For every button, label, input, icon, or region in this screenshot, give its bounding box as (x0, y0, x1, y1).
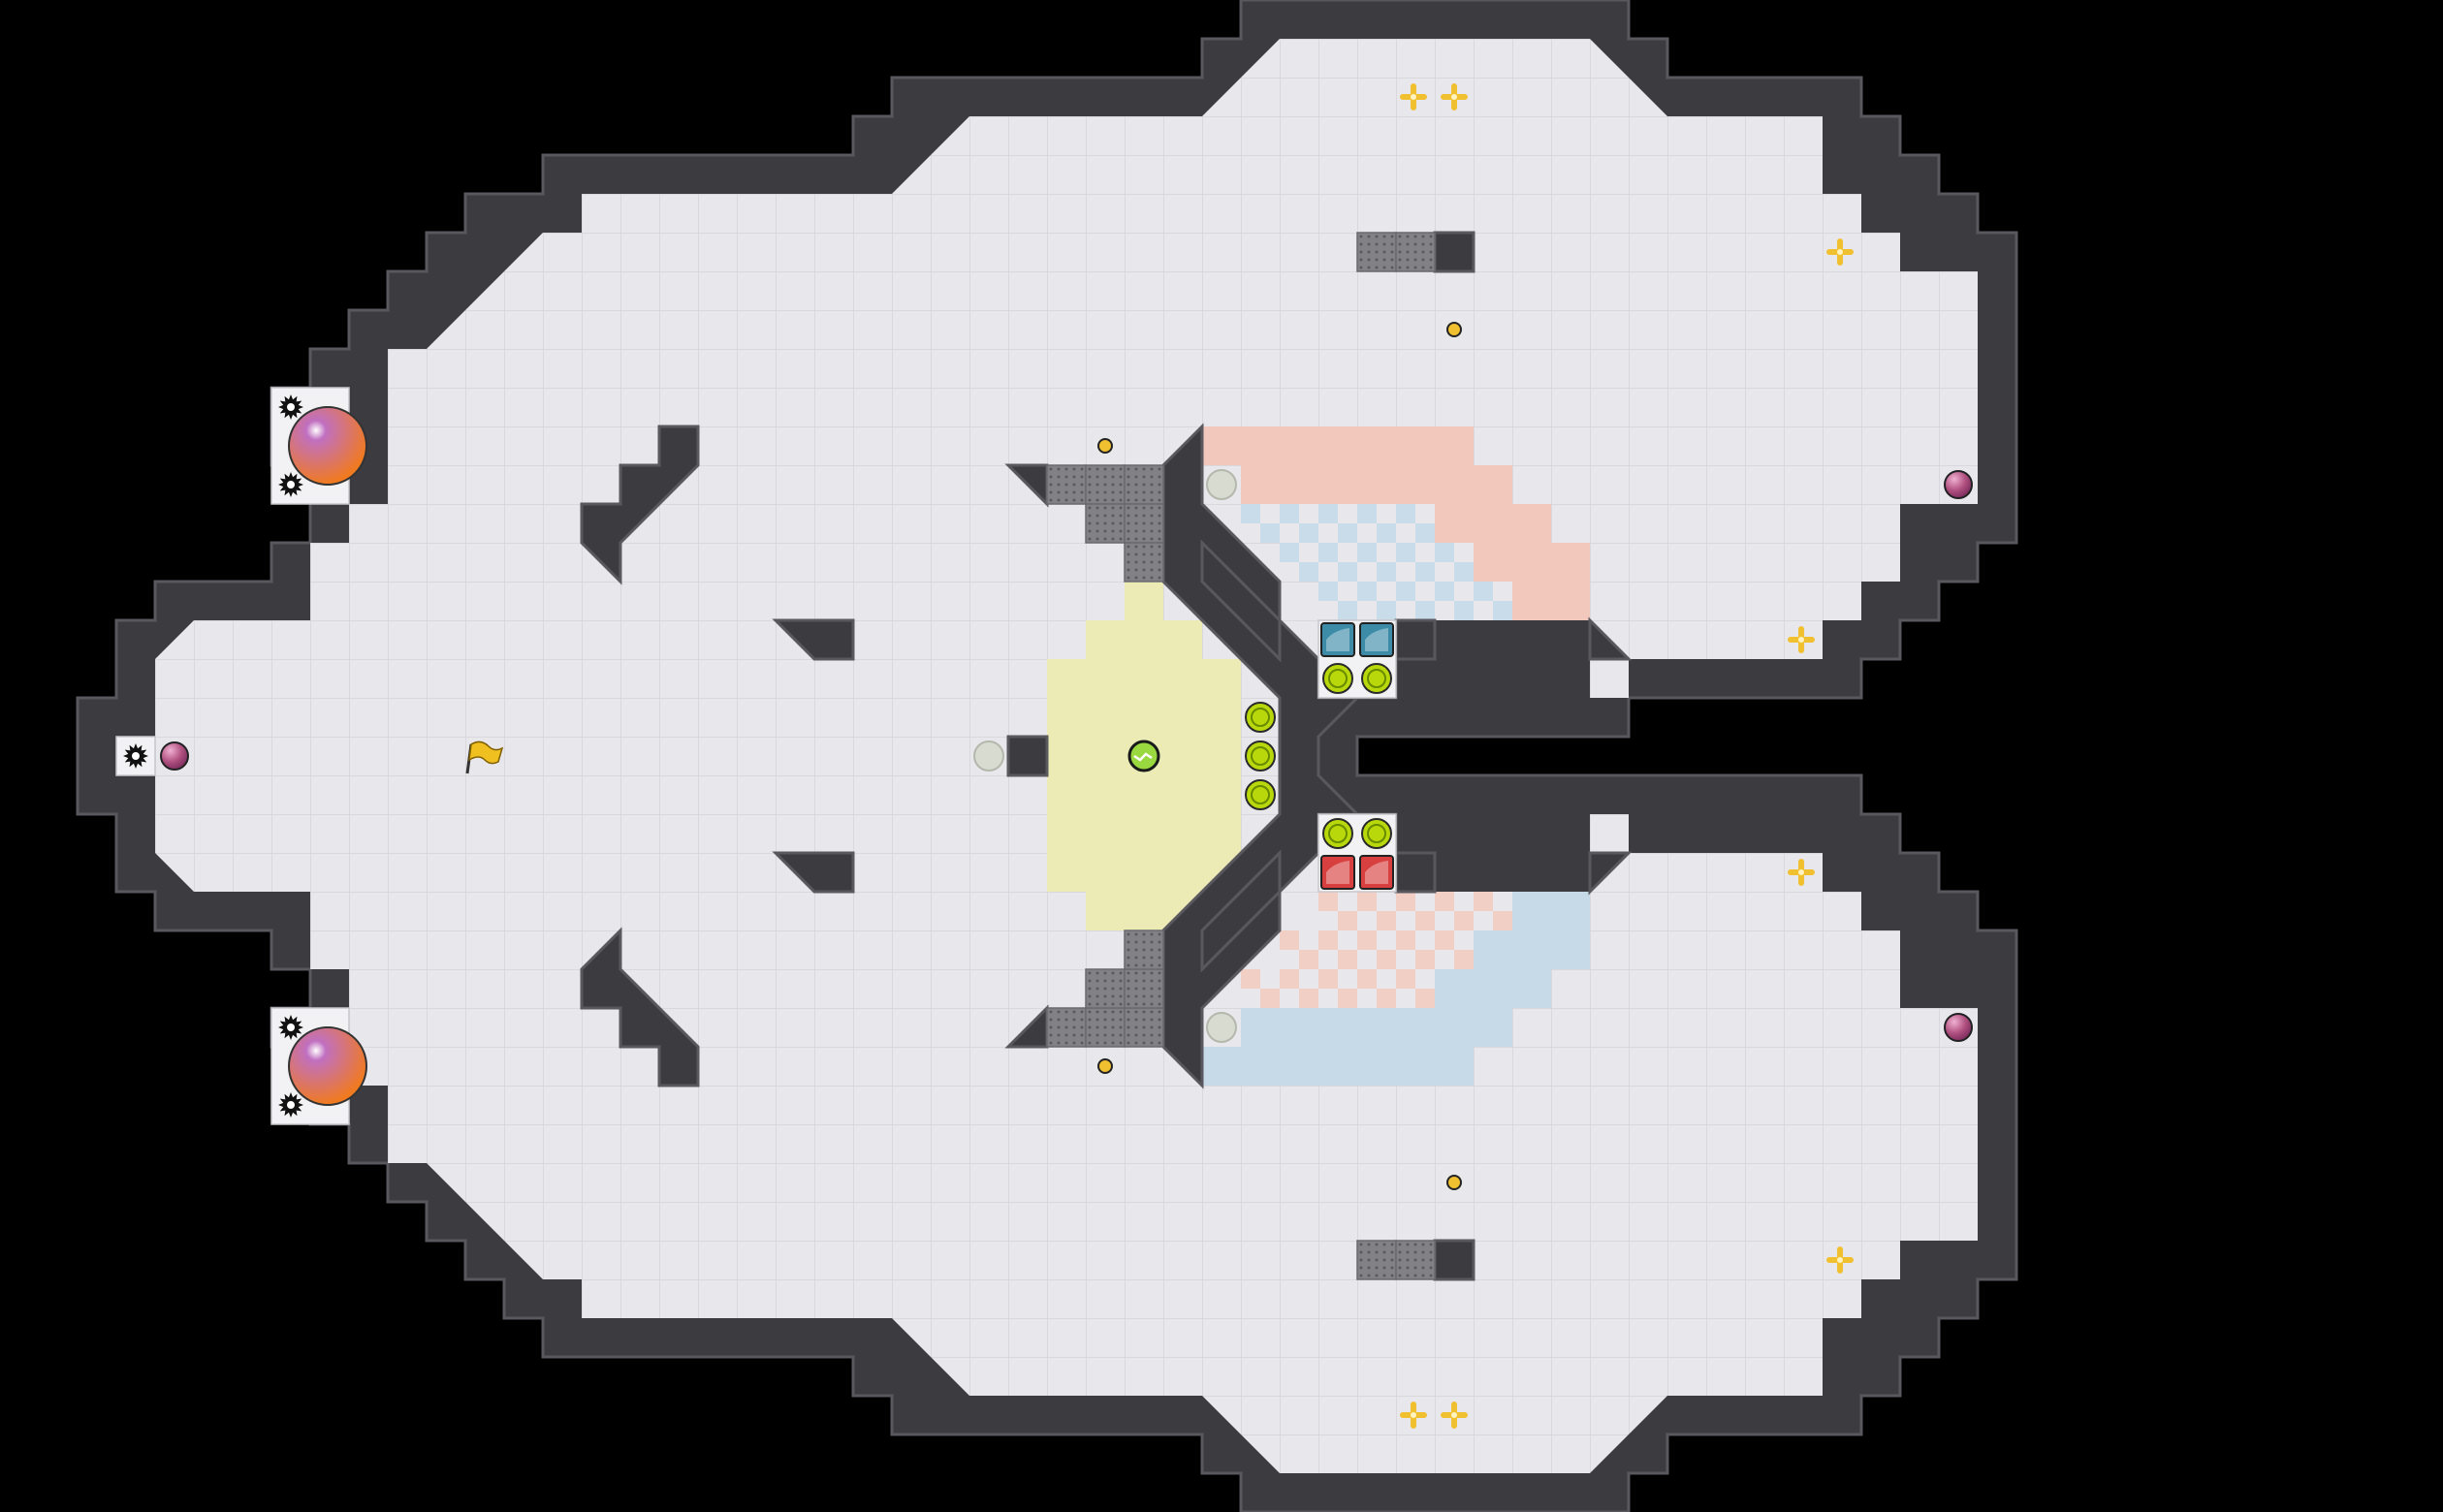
green-powerup-orb-icon (1322, 818, 1353, 849)
orange-plus-boost-icon (1400, 83, 1427, 110)
orange-plus-boost-icon (1826, 1246, 1854, 1274)
small-boost-dot-icon (1097, 1058, 1113, 1074)
green-powerup-orb-icon (1361, 818, 1392, 849)
small-boost-dot-icon (1446, 322, 1462, 337)
orange-plus-boost-icon (1826, 238, 1854, 266)
purple-bomb-icon (1944, 470, 1973, 499)
small-boost-dot-icon (1097, 438, 1113, 454)
red-team-tile-icon (1320, 855, 1355, 890)
inner-walls (580, 231, 1633, 1281)
small-boost-dot-icon (1446, 1175, 1462, 1190)
green-player-ball-icon[interactable] (1127, 740, 1160, 772)
green-powerup-orb-icon (1322, 663, 1353, 694)
gear-spike-icon (123, 743, 148, 769)
inactive-powerup-icon (1206, 1012, 1237, 1043)
gear-spike-icon (278, 1092, 303, 1118)
blue-team-tile-icon (1320, 622, 1355, 657)
yellow-neutral-flag-icon (465, 740, 504, 774)
gear-spike-icon (278, 394, 303, 420)
orange-plus-boost-icon (1441, 1402, 1468, 1429)
orange-plus-boost-icon (1400, 1402, 1427, 1429)
green-powerup-orb-icon (1245, 740, 1276, 772)
gates (1046, 232, 1436, 1280)
green-powerup-orb-icon (1361, 663, 1392, 694)
purple-bomb-icon (160, 741, 189, 771)
red-team-tile-icon (1359, 855, 1394, 890)
gradient-portal-orb-icon (288, 406, 367, 486)
green-powerup-orb-icon (1245, 702, 1276, 733)
orange-plus-boost-icon (1441, 83, 1468, 110)
inactive-powerup-icon (1206, 469, 1237, 500)
gradient-portal-orb-icon (288, 1026, 367, 1106)
orange-plus-boost-icon (1788, 859, 1815, 886)
orange-plus-boost-icon (1788, 626, 1815, 653)
yellow-center-zone (1047, 582, 1241, 969)
gear-spike-icon (278, 472, 303, 497)
gear-spike-icon (278, 1015, 303, 1040)
purple-bomb-icon (1944, 1013, 1973, 1042)
blue-zone-bottom (1202, 892, 1590, 1086)
blue-team-tile-icon (1359, 622, 1394, 657)
inactive-powerup-icon (973, 740, 1004, 772)
green-powerup-orb-icon (1245, 779, 1276, 810)
red-zone-top (1202, 426, 1590, 620)
